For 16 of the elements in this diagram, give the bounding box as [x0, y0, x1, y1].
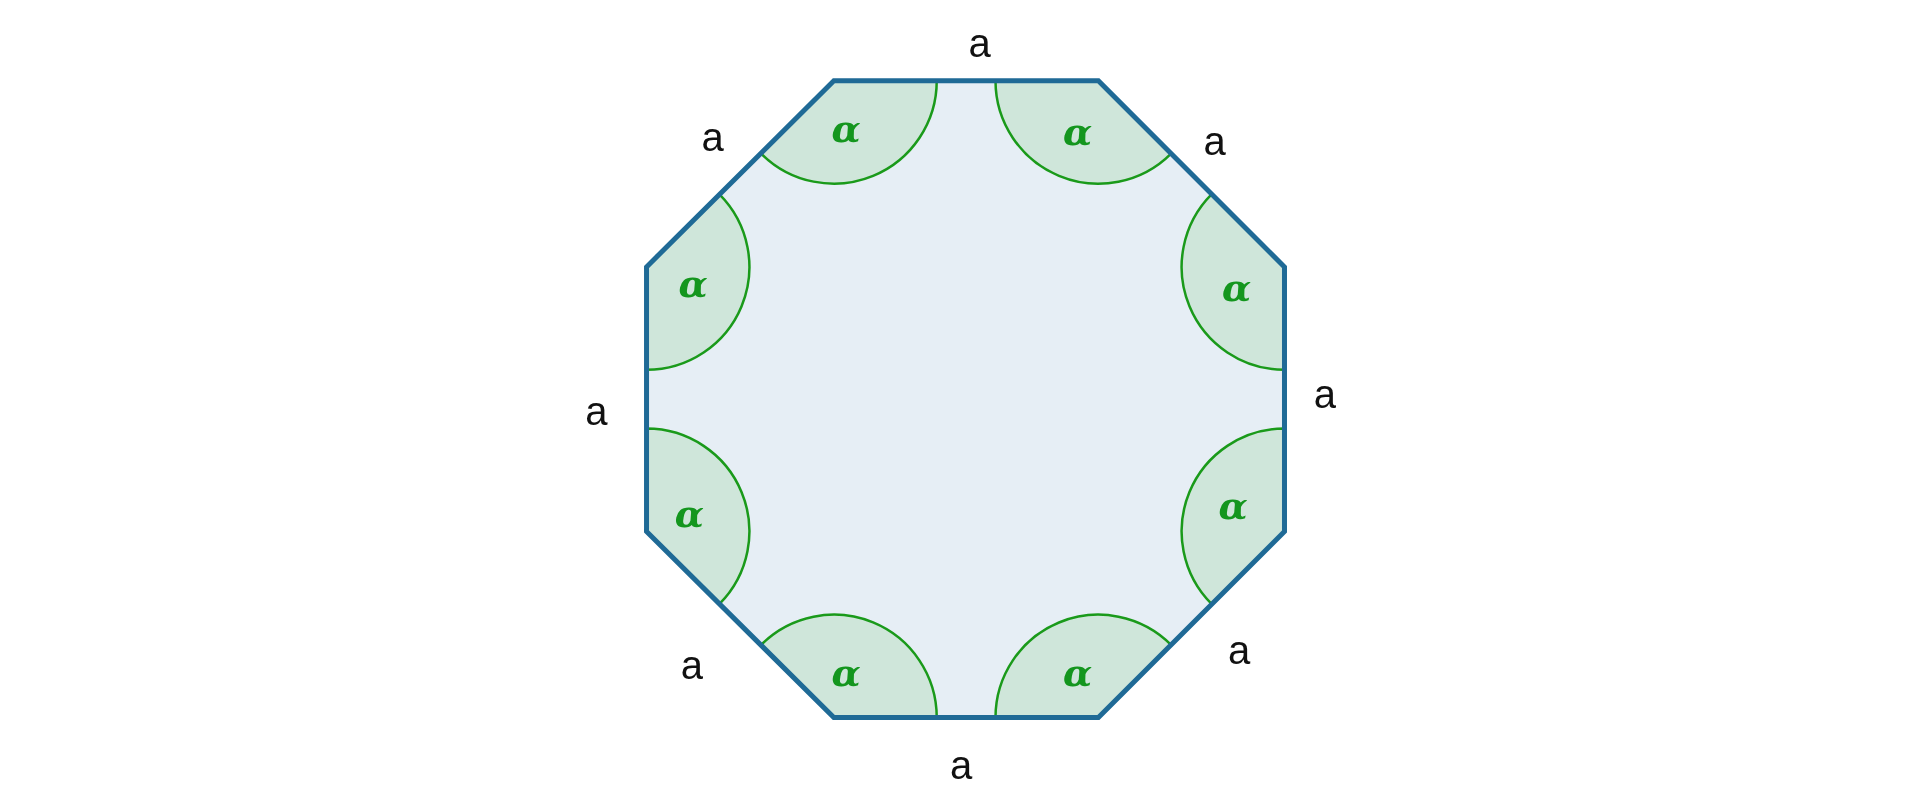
- side-length-label: a: [1313, 374, 1336, 415]
- side-length-label: a: [680, 644, 703, 685]
- angle-label: α: [1062, 113, 1093, 152]
- angle-label: α: [1222, 268, 1252, 307]
- side-length-label: a: [585, 391, 608, 432]
- angle-label: α: [674, 495, 704, 534]
- side-length-label: a: [1203, 120, 1226, 161]
- side-length-label: a: [701, 117, 724, 158]
- side-length-label: a: [968, 22, 991, 63]
- angle-label: α: [678, 265, 708, 304]
- angle-label: α: [1218, 486, 1248, 525]
- side-length-label: a: [1228, 630, 1251, 671]
- angle-label: α: [1062, 654, 1093, 693]
- angle-label: α: [831, 654, 861, 693]
- side-length-label: a: [950, 745, 973, 786]
- angle-label: α: [831, 109, 861, 148]
